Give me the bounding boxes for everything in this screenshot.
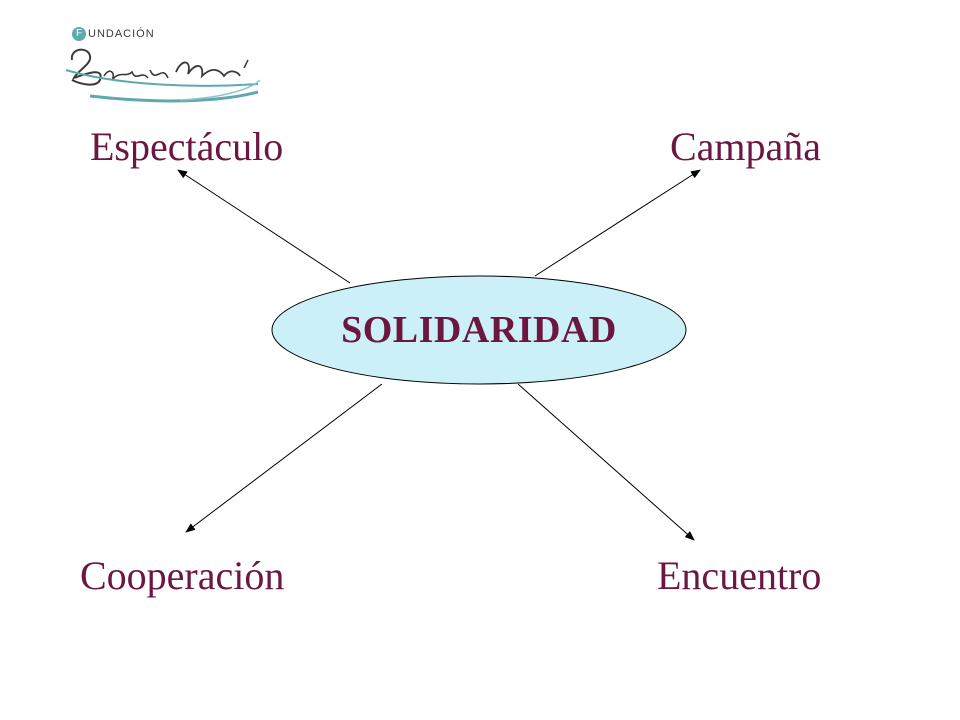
- node-encuentro: Encuentro: [657, 553, 822, 598]
- logo-word: UNDACIÓN: [88, 28, 155, 40]
- node-campana: Campaña: [670, 124, 822, 169]
- node-cooperacion: Cooperación: [80, 553, 285, 598]
- node-espectaculo: Espectáculo: [90, 124, 284, 169]
- center-label-solidaridad: SOLIDARIDAD: [341, 309, 617, 351]
- arrow-to-espectaculo: [177, 169, 351, 284]
- logo-f-badge: F: [72, 27, 86, 41]
- arrow-to-cooperacion: [185, 383, 383, 533]
- arrow-to-encuentro: [517, 383, 695, 541]
- arrow-to-campana: [534, 169, 701, 277]
- center-ellipse: [271, 275, 687, 385]
